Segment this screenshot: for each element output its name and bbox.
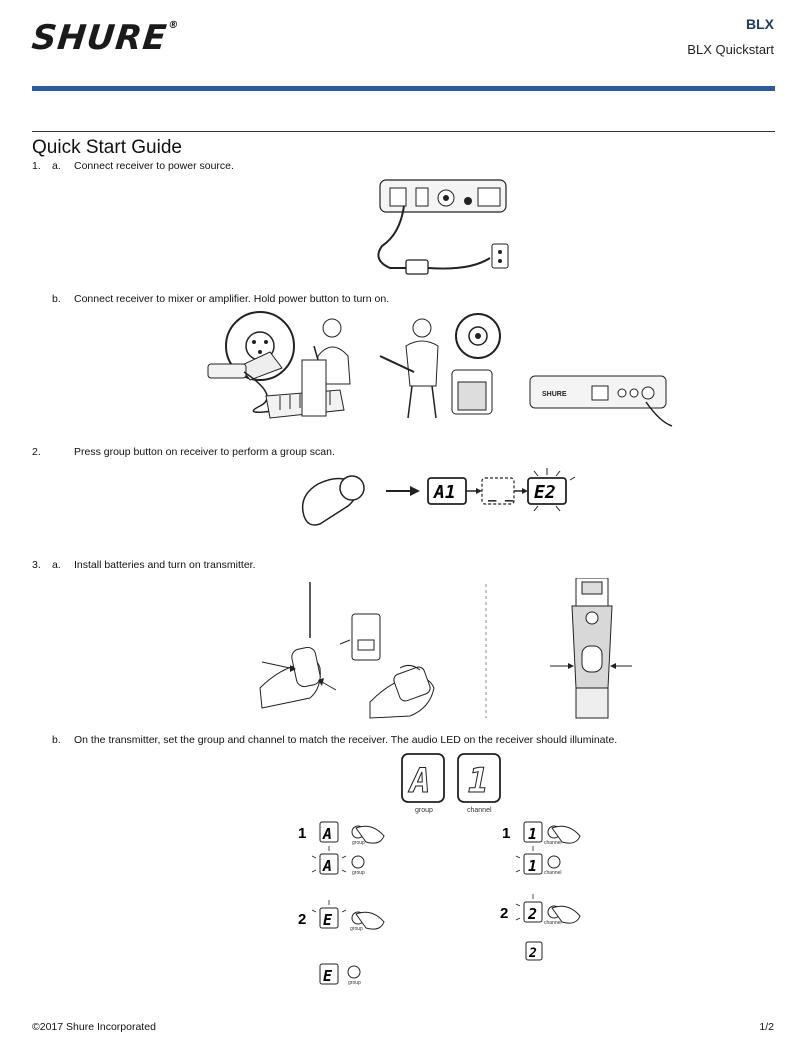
- group-step-1-number: 1: [298, 825, 306, 842]
- transmitter-group-char: A: [408, 761, 430, 801]
- channel-setting-procedure: 1 1 channel 1 channel 2 2 channel 2: [500, 821, 581, 961]
- channel-label: channel: [467, 807, 492, 814]
- step-3a: 3.a.Install batteries and turn on transm…: [32, 559, 256, 571]
- group-step-1-char: A: [322, 825, 332, 843]
- document-title: BLX Quickstart: [687, 42, 774, 57]
- step-2: 2.Press group button on receiver to perf…: [32, 446, 335, 458]
- scan-display-start: A1: [433, 482, 456, 503]
- group-step-2-number: 2: [298, 911, 306, 928]
- battery-install-illustration: [259, 578, 632, 719]
- shure-logo: SHURE®: [29, 18, 180, 58]
- receiver-power-illustration: [377, 179, 509, 275]
- transmitter-channel-char: 1: [468, 761, 488, 801]
- step-1b: b.Connect receiver to mixer or amplifier…: [52, 293, 390, 305]
- svg-text:channel: channel: [544, 870, 562, 876]
- group-scan-illustration: A1 _ _ E2: [301, 468, 576, 526]
- scan-display-result: E2: [534, 482, 556, 503]
- svg-text:channel: channel: [544, 840, 562, 846]
- channel-step-1-char: 1: [528, 825, 537, 843]
- svg-text:group: group: [352, 840, 365, 846]
- title-rule: [32, 131, 775, 132]
- group-step-1-flash: A: [322, 857, 332, 875]
- channel-step-2-result: 2: [528, 946, 537, 961]
- svg-text:group: group: [352, 870, 365, 876]
- group-label: group: [415, 807, 433, 814]
- transmitter-display-illustration: A 1 group channel: [401, 753, 501, 814]
- scan-display-scanning: _ _: [488, 486, 514, 502]
- group-step-2-char: E: [323, 911, 333, 929]
- channel-step-2-number: 2: [500, 905, 508, 922]
- channel-step-2-char: 2: [527, 905, 537, 923]
- channel-step-1-number: 1: [502, 825, 510, 842]
- svg-text:group: group: [350, 926, 363, 932]
- header-divider: [32, 86, 775, 91]
- group-step-2-result: E: [323, 967, 333, 985]
- receiver-front-brand: SHURE: [542, 391, 567, 398]
- svg-text:group: group: [348, 980, 361, 986]
- step-3b: b.On the transmitter, set the group and …: [52, 734, 618, 746]
- copyright: ©2017 Shure Incorporated: [32, 1021, 156, 1033]
- svg-text:channel: channel: [544, 920, 562, 926]
- channel-step-1-flash: 1: [528, 857, 537, 875]
- step-1a: 1.a.Connect receiver to power source.: [32, 160, 234, 172]
- model-name: BLX: [746, 16, 774, 32]
- page-number: 1/2: [759, 1021, 774, 1033]
- mixer-amp-connection-illustration: SHURE: [207, 311, 673, 427]
- page-title: Quick Start Guide: [32, 137, 182, 158]
- group-setting-procedure: 1 A group A group 2 E group E group: [298, 821, 385, 986]
